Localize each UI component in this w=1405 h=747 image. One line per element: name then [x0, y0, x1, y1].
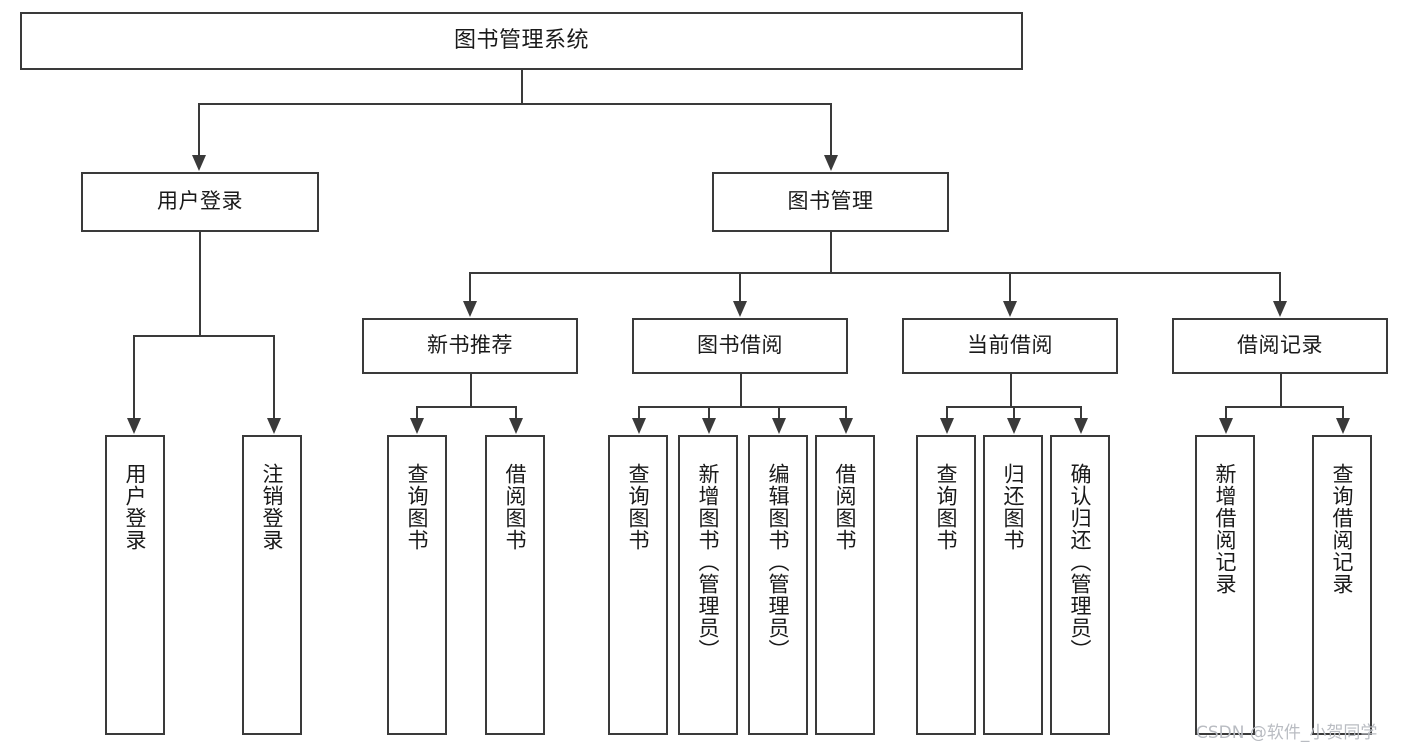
connector-borrow-branch-2-line: [778, 406, 780, 418]
node-leaf-0-用户登录[interactable]: 用户登录: [105, 435, 165, 735]
node-leaf-1-注销登录-label: 注销登录: [260, 463, 285, 551]
node-l3-新书推荐-label: 新书推荐: [427, 333, 513, 358]
connector-record-bar: [1225, 406, 1342, 408]
node-leaf-12-查询借阅记录-label: 查询借阅记录: [1330, 463, 1355, 595]
node-leaf-4-查询图书[interactable]: 查询图书: [608, 435, 668, 735]
connector-current-branch-2-arrowhead-icon: [1074, 418, 1088, 434]
node-l2-图书管理[interactable]: 图书管理: [712, 172, 949, 232]
node-leaf-5-新增图书管理员-label: 新增图书（管理员）: [696, 463, 721, 661]
node-leaf-2-查询图书-label: 查询图书: [405, 463, 430, 551]
connector-borrow-branch-3-line: [845, 406, 847, 418]
node-leaf-9-归还图书[interactable]: 归还图书: [983, 435, 1043, 735]
connector-manage-branch-3-arrowhead-icon: [1273, 301, 1287, 317]
node-l3-借阅记录-label: 借阅记录: [1237, 333, 1323, 358]
connector-newbook-stem: [470, 374, 472, 406]
connector-login-bar: [133, 335, 273, 337]
node-leaf-7-借阅图书-label: 借阅图书: [833, 463, 858, 551]
connector-root-stem: [521, 70, 523, 103]
node-leaf-10-确认归还管理员[interactable]: 确认归还（管理员）: [1050, 435, 1110, 735]
connector-manage-branch-2-arrowhead-icon: [1003, 301, 1017, 317]
connector-login-branch-1-line: [273, 335, 275, 418]
connector-root-branch-1-line: [830, 103, 832, 155]
node-root-图书管理系统-label: 图书管理系统: [453, 27, 589, 53]
connector-root-branch-0-arrowhead-icon: [192, 155, 206, 171]
connector-current-branch-2-line: [1080, 406, 1082, 418]
connector-current-stem: [1010, 374, 1012, 406]
connector-login-branch-0-arrowhead-icon: [127, 418, 141, 434]
node-leaf-0-用户登录-label: 用户登录: [123, 463, 148, 551]
connector-root-branch-0-line: [198, 103, 200, 155]
connector-borrow-bar: [638, 406, 845, 408]
connector-root-bar: [198, 103, 830, 105]
connector-manage-branch-0-line: [469, 272, 471, 301]
node-l3-新书推荐[interactable]: 新书推荐: [362, 318, 578, 374]
node-l2-用户登录[interactable]: 用户登录: [81, 172, 319, 232]
connector-current-branch-0-arrowhead-icon: [940, 418, 954, 434]
node-leaf-10-确认归还管理员-label: 确认归还（管理员）: [1068, 463, 1093, 661]
node-leaf-11-新增借阅记录[interactable]: 新增借阅记录: [1195, 435, 1255, 735]
connector-borrow-branch-3-arrowhead-icon: [839, 418, 853, 434]
connector-borrow-branch-2-arrowhead-icon: [772, 418, 786, 434]
connector-record-branch-1-arrowhead-icon: [1336, 418, 1350, 434]
connector-manage-branch-1-arrowhead-icon: [733, 301, 747, 317]
connector-manage-branch-2-line: [1009, 272, 1011, 301]
connector-current-branch-1-arrowhead-icon: [1007, 418, 1021, 434]
connector-newbook-branch-0-line: [416, 406, 418, 418]
connector-manage-bar: [469, 272, 1281, 274]
connector-root-branch-1-arrowhead-icon: [824, 155, 838, 171]
node-leaf-1-注销登录[interactable]: 注销登录: [242, 435, 302, 735]
connector-manage-branch-3-line: [1279, 272, 1281, 301]
node-l2-图书管理-label: 图书管理: [787, 189, 874, 214]
node-leaf-3-借阅图书[interactable]: 借阅图书: [485, 435, 545, 735]
node-leaf-6-编辑图书管理员-label: 编辑图书（管理员）: [766, 463, 791, 661]
node-leaf-9-归还图书-label: 归还图书: [1001, 463, 1026, 551]
connector-record-stem: [1280, 374, 1282, 406]
connector-login-branch-1-arrowhead-icon: [267, 418, 281, 434]
connector-borrow-branch-1-arrowhead-icon: [702, 418, 716, 434]
node-l3-借阅记录[interactable]: 借阅记录: [1172, 318, 1388, 374]
connector-record-branch-0-line: [1225, 406, 1227, 418]
connector-manage-branch-0-arrowhead-icon: [463, 301, 477, 317]
node-l3-当前借阅[interactable]: 当前借阅: [902, 318, 1118, 374]
connector-current-branch-1-line: [1013, 406, 1015, 418]
connector-newbook-bar: [416, 406, 515, 408]
node-leaf-8-查询图书[interactable]: 查询图书: [916, 435, 976, 735]
connector-borrow-branch-1-line: [708, 406, 710, 418]
connector-borrow-branch-0-arrowhead-icon: [632, 418, 646, 434]
connector-login-branch-0-line: [133, 335, 135, 418]
node-leaf-4-查询图书-label: 查询图书: [626, 463, 651, 551]
node-leaf-5-新增图书管理员[interactable]: 新增图书（管理员）: [678, 435, 738, 735]
connector-newbook-branch-1-arrowhead-icon: [509, 418, 523, 434]
node-leaf-6-编辑图书管理员[interactable]: 编辑图书（管理员）: [748, 435, 808, 735]
node-leaf-11-新增借阅记录-label: 新增借阅记录: [1213, 463, 1238, 595]
connector-newbook-branch-0-arrowhead-icon: [410, 418, 424, 434]
node-l2-用户登录-label: 用户登录: [157, 189, 243, 214]
watermark-label: CSDN @软件_小贺同学: [1196, 723, 1378, 743]
connector-manage-branch-1-line: [739, 272, 741, 301]
node-l3-当前借阅-label: 当前借阅: [967, 333, 1053, 358]
connector-login-stem: [199, 232, 201, 335]
connector-borrow-stem: [740, 374, 742, 406]
node-l3-图书借阅-label: 图书借阅: [697, 333, 783, 358]
node-root-图书管理系统[interactable]: 图书管理系统: [20, 12, 1023, 70]
connector-record-branch-1-line: [1342, 406, 1344, 418]
connector-record-branch-0-arrowhead-icon: [1219, 418, 1233, 434]
node-leaf-7-借阅图书[interactable]: 借阅图书: [815, 435, 875, 735]
node-leaf-3-借阅图书-label: 借阅图书: [503, 463, 528, 551]
node-leaf-8-查询图书-label: 查询图书: [934, 463, 959, 551]
connector-manage-stem: [830, 232, 832, 272]
connector-current-branch-0-line: [946, 406, 948, 418]
node-l3-图书借阅[interactable]: 图书借阅: [632, 318, 848, 374]
connector-borrow-branch-0-line: [638, 406, 640, 418]
connector-newbook-branch-1-line: [515, 406, 517, 418]
node-leaf-2-查询图书[interactable]: 查询图书: [387, 435, 447, 735]
node-leaf-12-查询借阅记录[interactable]: 查询借阅记录: [1312, 435, 1372, 735]
